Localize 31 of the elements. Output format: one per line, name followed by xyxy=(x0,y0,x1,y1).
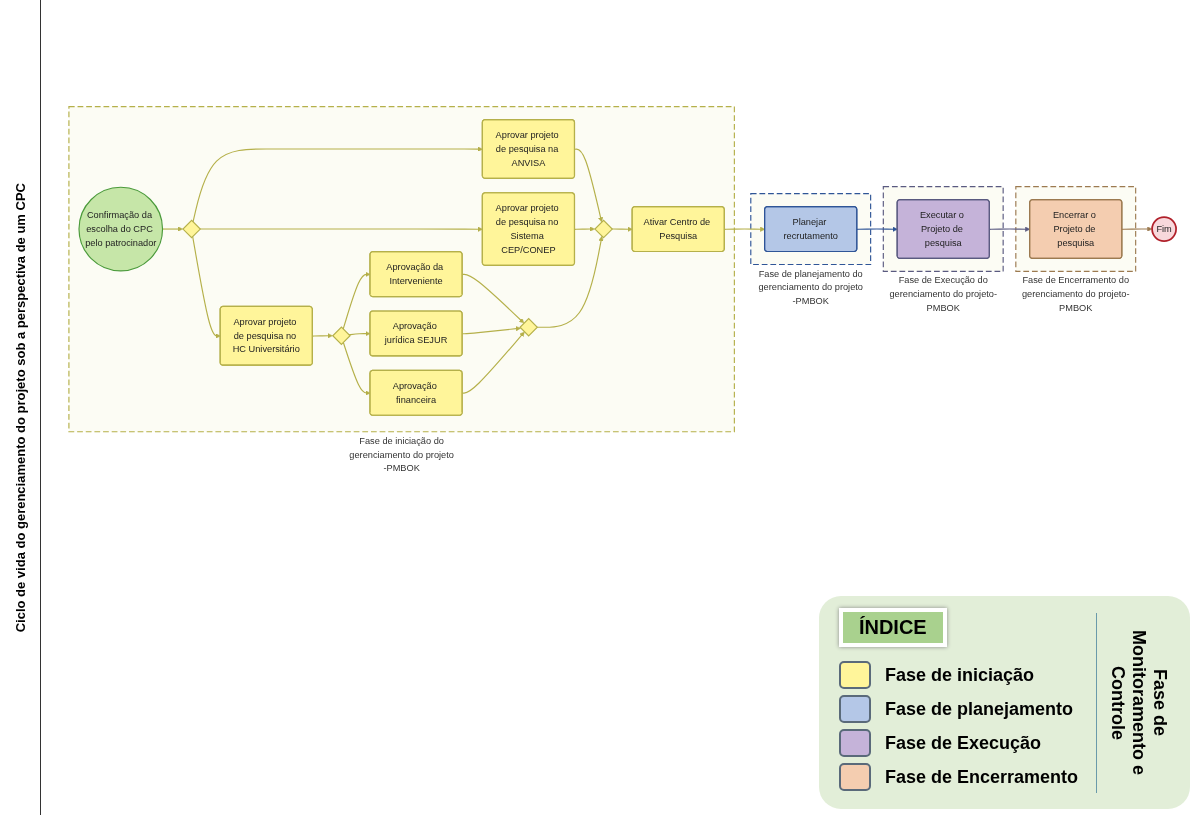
node-diamond xyxy=(182,219,202,239)
legend-label: Fase de iniciação xyxy=(884,664,1034,686)
cluster xyxy=(1015,186,1137,272)
arrow xyxy=(611,226,633,232)
node-circle: Fim xyxy=(1151,216,1177,242)
legend-label: Fase de Encerramento xyxy=(884,766,1078,788)
arrow xyxy=(574,148,604,223)
legend-label: Fase de Execução xyxy=(884,732,1041,754)
arrow xyxy=(856,226,898,232)
node-diamond xyxy=(519,317,539,337)
arrow xyxy=(1121,226,1153,232)
pool-title: Ciclo de vida do gerenciamento do projeto sob a perspectiva de um CPC xyxy=(12,182,28,633)
legend-heading: ÍNDICE xyxy=(838,608,947,647)
node-label: Fase de iniciação do gerenciamento do projeto -PMBOK xyxy=(349,435,454,474)
arrow xyxy=(312,333,333,339)
arrow xyxy=(192,235,221,339)
node-label: Fase de Execução do gerenciamento do projeto-PMBOK xyxy=(889,275,998,313)
arrow xyxy=(199,226,483,232)
arrow xyxy=(574,226,595,232)
cluster xyxy=(68,105,735,433)
node-circle: Confirmação da escolha do CPC pelo patrocinador xyxy=(78,186,164,272)
cluster xyxy=(750,192,872,265)
cluster xyxy=(882,186,1004,272)
node-label: Fase de Encerramento do gerenciamento do projeto-PMBOK xyxy=(1021,275,1130,313)
arrow xyxy=(536,236,604,328)
node-diamond xyxy=(594,219,614,239)
bracket-note: Fase de Monitoramento e Controle xyxy=(1096,612,1170,793)
node-label: Fase de planejamento do gerenciamento do projeto -PMBOK xyxy=(758,268,863,306)
legend-label: Fase de planejamento xyxy=(884,698,1073,720)
arrow xyxy=(192,146,483,223)
node-diamond xyxy=(331,326,351,346)
